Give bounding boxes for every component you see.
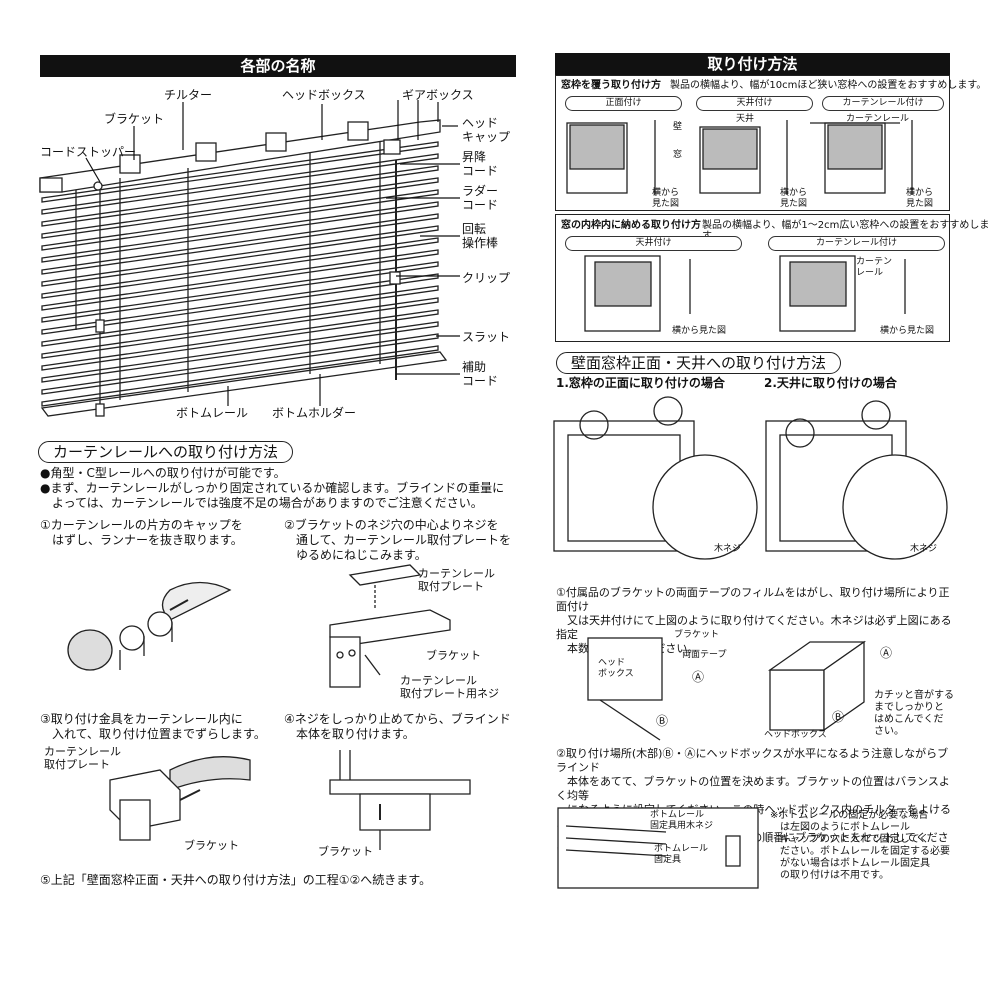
label-lift-cord: 昇降 コード bbox=[462, 150, 499, 178]
cover-illustrations bbox=[566, 120, 913, 195]
marker-b-1: Ⓑ bbox=[656, 714, 669, 728]
cover-window-label: 窓 bbox=[673, 150, 683, 160]
cover-tab-front: 正面付け bbox=[565, 96, 682, 111]
step2-screw-label: カーテンレール 取付プレート用ネジ bbox=[400, 674, 499, 700]
rail-bullet-2: ●まず、カーテンレールがしっかり固定されているか確認します。ブラインドの重量に … bbox=[40, 481, 505, 510]
cover-sideview-3: 横から 見た図 bbox=[906, 188, 934, 209]
cover-tab-rail: カーテンレール付け bbox=[822, 96, 944, 111]
cover-section bbox=[555, 75, 950, 211]
slat bbox=[41, 261, 439, 323]
slat bbox=[41, 321, 439, 383]
parts-title: 各部の名称 bbox=[40, 55, 516, 77]
label-bottom-rail: ボトムレール bbox=[176, 406, 249, 420]
slat bbox=[41, 273, 439, 335]
cover-sideview-1: 横から 見た図 bbox=[652, 188, 680, 209]
bottom-rail-figure bbox=[557, 807, 759, 889]
cover-sideview-2: 横から 見た図 bbox=[780, 188, 808, 209]
inside-tab-rail: カーテンレール付け bbox=[768, 236, 945, 251]
slat bbox=[41, 297, 439, 359]
cover-rail-label: カーテンレール bbox=[846, 114, 910, 124]
rail-step-2-figure bbox=[329, 564, 451, 688]
slat bbox=[41, 285, 439, 347]
br-screw-label: ボトムレール 固定具用木ネジ bbox=[650, 810, 714, 831]
rail-step-5: ⑤上記「壁面窓枠正面・天井への取り付け方法」の工程①②へ続きます。 bbox=[40, 873, 432, 887]
step2-bracket-label: ブラケット bbox=[426, 649, 481, 662]
headbox2-label: ヘッドボックス bbox=[764, 730, 827, 740]
rail-step-3-figure bbox=[109, 756, 251, 841]
rail-section-title: カーテンレールへの取り付け方法 bbox=[38, 441, 294, 463]
label-gearbox: ギアボックス bbox=[402, 88, 474, 102]
headbox-label: ヘッド ボックス bbox=[598, 658, 634, 679]
marker-b-2: Ⓑ bbox=[832, 710, 845, 724]
label-ladder-cord: ラダー コード bbox=[462, 184, 499, 212]
label-head-cap: ヘッド キャップ bbox=[462, 116, 511, 144]
rail-step-1: ①カーテンレールの片方のキャップを はずし、ランナーを抜き取ります。 bbox=[40, 518, 243, 547]
step3-bracket-label: ブラケット bbox=[184, 839, 239, 852]
cover-heading: 窓枠を覆う取り付け方 bbox=[561, 80, 661, 91]
slat bbox=[41, 225, 439, 287]
br-fixture-label: ボトムレール 固定具 bbox=[654, 844, 709, 865]
slat bbox=[41, 177, 439, 239]
slat bbox=[41, 237, 439, 299]
wall-case-2: 2.天井に取り付けの場合 bbox=[764, 376, 897, 390]
install-title: 取り付け方法 bbox=[555, 53, 950, 75]
rail-step-3: ③取り付け金具をカーテンレール内に 入れて、取り付け位置までずらします。 bbox=[40, 712, 266, 741]
step4-bracket-label: ブラケット bbox=[318, 845, 373, 858]
wood-screw-label-2: 木ネジ bbox=[910, 544, 938, 554]
wall-case-1: 1.窓枠の正面に取り付けの場合 bbox=[556, 376, 725, 390]
label-cord-stopper: コードストッパー bbox=[40, 145, 137, 159]
slat bbox=[41, 309, 439, 371]
bracket-label: ブラケット bbox=[674, 630, 720, 640]
step2-plate-label: カーテンレール 取付プレート bbox=[418, 567, 495, 593]
bottom-rail-note: ※ボトムレールの固定が必要な場合 は左図のようにボトムレール キャップの穴に入れ… bbox=[770, 810, 950, 881]
label-aux-cord: 補助 コード bbox=[462, 360, 499, 388]
label-rotation-rod: 回転 操作棒 bbox=[462, 222, 499, 250]
bracket-detail-figures bbox=[587, 637, 867, 741]
marker-a-2: Ⓐ bbox=[880, 646, 893, 660]
rail-step-1-figure bbox=[67, 581, 232, 671]
label-tilter: チルター bbox=[164, 88, 213, 102]
slat bbox=[41, 201, 439, 263]
wall-section-title: 壁面窓枠正面・天井への取り付け方法 bbox=[556, 352, 842, 374]
label-headbox: ヘッドボックス bbox=[282, 88, 366, 102]
cover-wall-label: 壁 bbox=[673, 122, 683, 132]
inside-heading: 窓の内枠内に納める取り付け方 bbox=[561, 220, 701, 231]
inside-illustrations bbox=[584, 255, 906, 332]
wall-case-illustrations bbox=[553, 396, 948, 560]
slat bbox=[41, 333, 439, 395]
slat bbox=[41, 165, 439, 227]
inside-rail-label: カーテン レール bbox=[856, 257, 893, 278]
label-clip: クリップ bbox=[462, 271, 511, 285]
slat bbox=[41, 189, 439, 251]
tape-label: 両面テープ bbox=[682, 650, 727, 660]
rail-step-4: ④ネジをしっかり止めてから、ブラインド 本体を取り付けます。 bbox=[284, 712, 511, 741]
label-slat: スラット bbox=[462, 330, 511, 344]
slat bbox=[41, 345, 439, 407]
marker-a-1: Ⓐ bbox=[692, 670, 705, 684]
slat bbox=[41, 153, 439, 215]
inside-sideview-1: 横から見た図 bbox=[672, 326, 727, 336]
label-bracket: ブラケット bbox=[104, 112, 165, 126]
slat bbox=[41, 213, 439, 275]
label-bottom-holder: ボトムホルダー bbox=[272, 406, 357, 420]
wood-screw-label-1: 木ネジ bbox=[714, 544, 742, 554]
inside-section bbox=[555, 214, 950, 342]
slat bbox=[41, 141, 439, 203]
cover-note: 製品の横幅より、幅が10cmほど狭い窓枠への設置をおすすめします。 bbox=[670, 80, 987, 91]
slat bbox=[41, 249, 439, 311]
inside-tab-ceiling: 天井付け bbox=[565, 236, 742, 251]
inside-sideview-2: 横から見た図 bbox=[880, 326, 935, 336]
click-note: カチッと音がする までしっかりと はめこんでくだ さい。 bbox=[874, 690, 954, 737]
step3-plate-label: カーテンレール 取付プレート bbox=[44, 745, 121, 771]
rail-bullet-1: ●角型・C型レールへの取り付けが可能です。 bbox=[40, 466, 286, 480]
cover-ceiling-label: 天井 bbox=[736, 114, 755, 124]
rail-step-4-figure bbox=[329, 750, 471, 850]
rail-step-2: ②ブラケットのネジ穴の中心よりネジを 通して、カーテンレール取付プレートを ゆる… bbox=[284, 518, 512, 562]
cover-tab-ceiling: 天井付け bbox=[696, 96, 813, 111]
